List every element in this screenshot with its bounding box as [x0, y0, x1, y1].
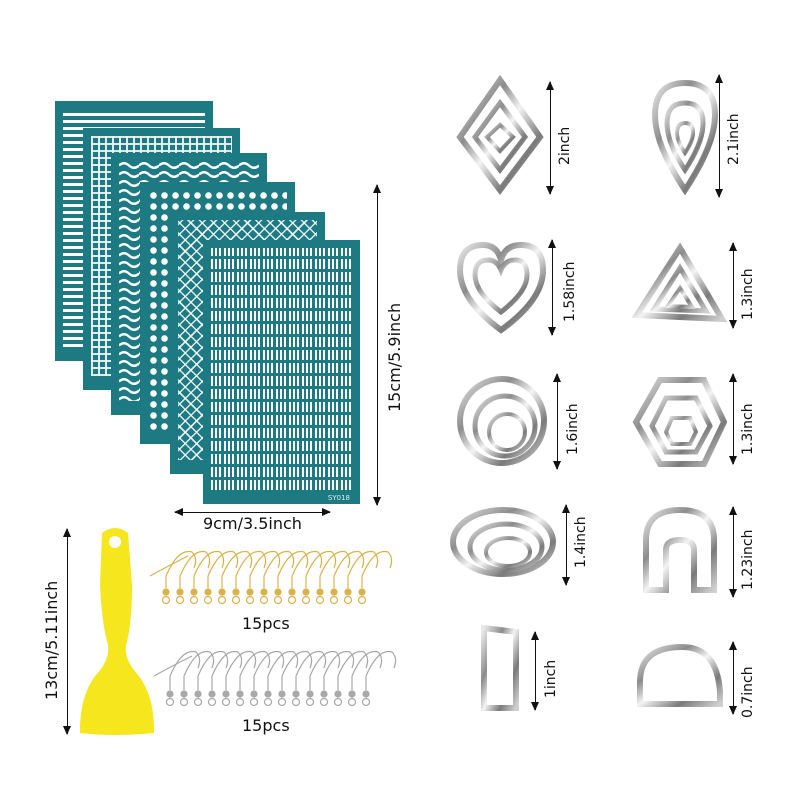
hexagon-cutter-icon [632, 377, 727, 467]
semicircle-size-arrow [729, 641, 737, 715]
silver-hooks-count: 15pcs [242, 716, 290, 735]
stencil-height-label: 15cm/5.9inch [385, 302, 404, 412]
rhombus-size-label: 2inch [557, 126, 573, 165]
arch-size-arrow [729, 506, 737, 598]
semicircle-size-label: 0.7inch [740, 666, 756, 718]
stencil-width-arrow [174, 508, 331, 516]
teardrop-size-label: 2.1inch [726, 113, 742, 165]
oval-size-label: 1.4inch [573, 516, 589, 568]
squeegee-height-label: 13cm/5.11inch [42, 580, 61, 700]
circle-size-arrow [553, 373, 561, 470]
squeegee-icon [80, 528, 154, 735]
heart-size-arrow [548, 239, 556, 336]
heart-size-label: 1.58inch [562, 261, 578, 322]
triangle-size-label: 1.3inch [740, 268, 756, 320]
silver-earring-hooks [153, 650, 397, 707]
rectangle-size-label: 1inch [543, 659, 559, 698]
stencil-code: SY018 [327, 494, 350, 502]
rhombus-cutter-icon [456, 75, 544, 195]
hexagon-size-label: 1.3inch [740, 403, 756, 455]
rectangle-cutter-icon [481, 624, 519, 711]
triangle-size-arrow [729, 242, 737, 329]
weave-pattern [211, 248, 352, 490]
circle-size-label: 1.6inch [565, 403, 581, 455]
stencil-width-label: 9cm/3.5inch [203, 514, 302, 533]
stencil-height-arrow [373, 184, 381, 506]
heart-cutter-icon [456, 241, 547, 334]
arch-size-label: 1.23inch [740, 529, 756, 590]
triangle-cutter-icon [632, 243, 727, 323]
teardrop-cutter-icon [651, 79, 719, 195]
oval-size-arrow [562, 504, 570, 586]
semicircle-cutter-icon [637, 643, 723, 707]
gold-earring-hooks [149, 550, 393, 605]
oval-cutter-icon [450, 507, 556, 577]
rectangle-size-arrow [531, 631, 539, 711]
hexagon-size-arrow [729, 373, 737, 465]
arch-cutter-icon [643, 506, 717, 593]
rhombus-size-arrow [546, 81, 554, 195]
squeegee-height-arrow [63, 528, 71, 735]
teardrop-size-arrow [715, 74, 723, 198]
gold-hooks-count: 15pcs [242, 614, 290, 633]
circle-cutter-icon [457, 376, 547, 466]
stencil-sheet-weave: SY018 [203, 240, 360, 504]
